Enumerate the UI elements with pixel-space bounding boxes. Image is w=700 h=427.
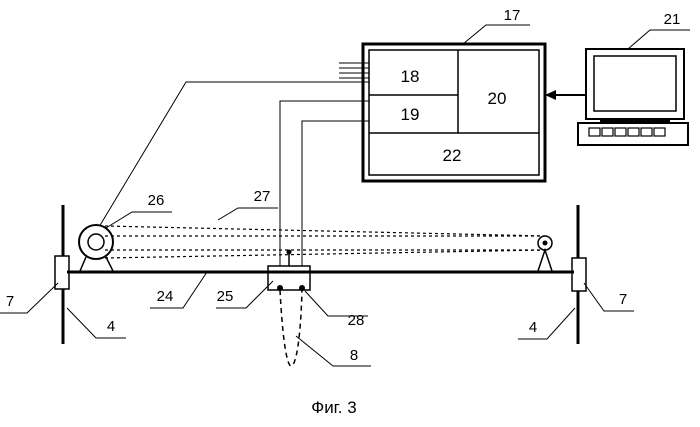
label-7-right: 7 [619, 291, 627, 308]
block-22-label: 22 [443, 146, 462, 165]
label-8: 8 [350, 347, 358, 364]
label-24: 24 [157, 288, 174, 305]
figure-caption: Фиг. 3 [311, 398, 356, 417]
label-27: 27 [254, 188, 271, 205]
clamp-right [572, 258, 586, 291]
drive-belt [105, 226, 545, 258]
idler-pulley [538, 236, 552, 271]
controller-unit: 18 19 20 22 [363, 44, 545, 181]
label-26: 26 [148, 192, 165, 209]
label-25: 25 [217, 288, 234, 305]
label-4-left: 4 [107, 318, 115, 335]
arrow-computer-to-controller [545, 90, 586, 100]
computer-icon [578, 49, 688, 145]
label-17: 17 [504, 7, 521, 24]
measurement-probe [280, 290, 302, 366]
block-19-label: 19 [401, 105, 420, 124]
label-7-left: 7 [6, 293, 14, 310]
label-28: 28 [348, 312, 365, 329]
label-21: 21 [664, 11, 681, 28]
label-4-right: 4 [529, 319, 537, 336]
block-20-label: 20 [488, 89, 507, 108]
signal-wires [93, 82, 369, 268]
drive-pulley [79, 225, 113, 271]
carriage [268, 250, 310, 292]
block-18-label: 18 [401, 67, 420, 86]
